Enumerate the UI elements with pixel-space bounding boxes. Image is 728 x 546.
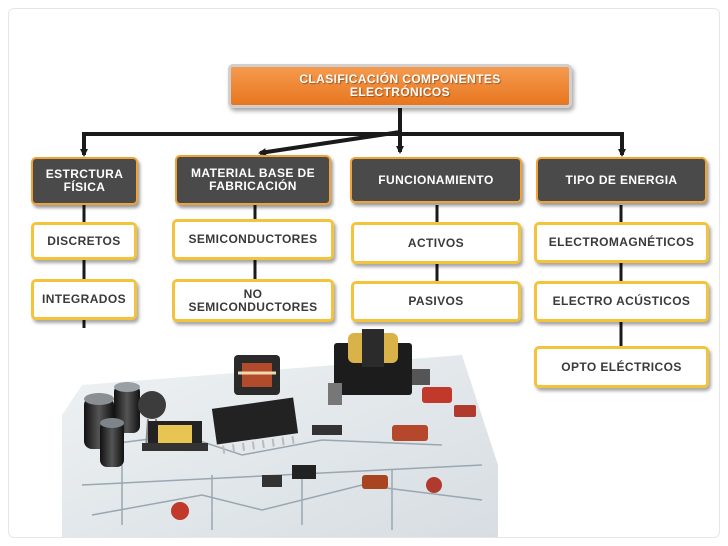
- root-label: CLASIFICACIÓN COMPONENTES ELECTRÓNICOS: [299, 72, 501, 99]
- transformer-yellow: [142, 421, 208, 451]
- leaf-label: ACTIVOS: [407, 235, 465, 250]
- leaf-integrados: INTEGRADOS: [31, 279, 137, 320]
- leaf-electromagneticos: ELECTROMAGNÉTICOS: [534, 222, 709, 263]
- leaf-label: ELECTRO ACÚSTICOS: [552, 294, 691, 308]
- electrolytic-capacitors: [84, 382, 140, 467]
- category-label: ESTRCTURA FÍSICA: [45, 167, 124, 194]
- category-label: MATERIAL BASE DE FABRICACIÓN: [191, 166, 315, 193]
- leaf-opto-electricos: OPTO ELÉCTRICOS: [534, 346, 709, 388]
- slide-frame: [8, 8, 720, 538]
- leaf-label: OPTO ELÉCTRICOS: [561, 359, 682, 374]
- circuit-board: [62, 355, 498, 537]
- category-tipo-energia: TIPO DE ENERGIA: [536, 157, 707, 203]
- leaf-no-semiconductores: NO SEMICONDUCTORES: [172, 279, 334, 322]
- category-funcionamiento: FUNCIONAMIENTO: [350, 157, 522, 203]
- ic-chip-large: [211, 397, 299, 454]
- small-components: [171, 369, 476, 520]
- leaf-electro-acusticos: ELECTRO ACÚSTICOS: [534, 281, 709, 322]
- leaf-label: ELECTROMAGNÉTICOS: [548, 235, 695, 249]
- category-material-base: MATERIAL BASE DE FABRICACIÓN: [175, 155, 331, 205]
- leaf-label: DISCRETOS: [47, 233, 121, 248]
- category-estructura-fisica: ESTRCTURA FÍSICA: [31, 157, 138, 205]
- leaf-pasivos: PASIVOS: [351, 281, 521, 322]
- leaf-semiconductores: SEMICONDUCTORES: [172, 219, 334, 260]
- leaf-label: SEMICONDUCTORES: [188, 232, 318, 246]
- leaf-activos: ACTIVOS: [351, 222, 521, 264]
- category-label: FUNCIONAMIENTO: [378, 172, 494, 187]
- toroid-inductor: [234, 355, 280, 395]
- leaf-label: PASIVOS: [408, 294, 464, 308]
- root-node: CLASIFICACIÓN COMPONENTES ELECTRÓNICOS: [228, 64, 572, 108]
- category-label: TIPO DE ENERGIA: [565, 172, 678, 187]
- leaf-discretos: DISCRETOS: [31, 222, 137, 260]
- leaf-label: NO SEMICONDUCTORES: [188, 286, 318, 314]
- tree-connectors: [80, 106, 626, 157]
- electronic-components-photo: [62, 329, 498, 537]
- ferrite-transformer: [334, 329, 412, 395]
- leaf-label: INTEGRADOS: [41, 292, 126, 306]
